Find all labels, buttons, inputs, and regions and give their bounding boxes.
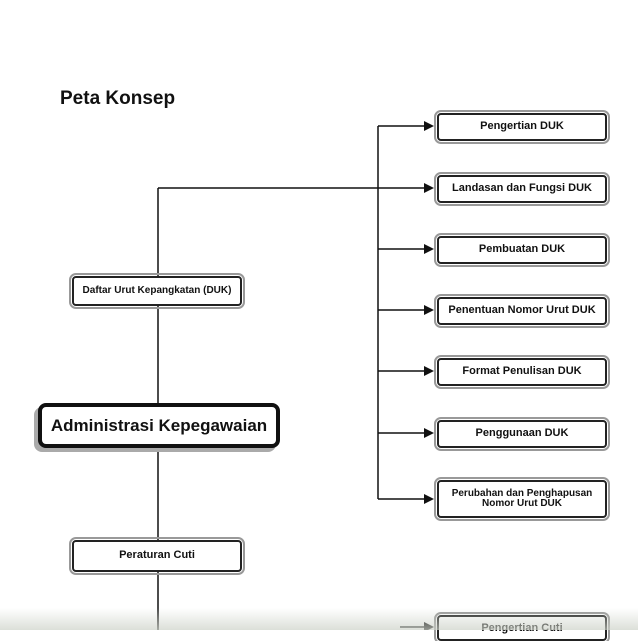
branch-duk: Daftar Urut Kepangkatan (DUK)	[69, 273, 245, 309]
grass-decoration	[0, 608, 638, 630]
root-node: Administrasi Kepegawaian	[38, 403, 280, 448]
duk-item: Format Penulisan DUK	[434, 355, 610, 389]
page-title: Peta Konsep	[60, 88, 176, 109]
duk-item: Perubahan dan Penghapusan Nomor Urut DUK	[434, 477, 610, 521]
duk-item: Penentuan Nomor Urut DUK	[434, 294, 610, 328]
duk-item: Penggunaan DUK	[434, 417, 610, 451]
duk-item: Pembuatan DUK	[434, 233, 610, 267]
duk-item: Pengertian DUK	[434, 110, 610, 144]
duk-item: Landasan dan Fungsi DUK	[434, 172, 610, 206]
branch-cuti: Peraturan Cuti	[69, 537, 245, 575]
